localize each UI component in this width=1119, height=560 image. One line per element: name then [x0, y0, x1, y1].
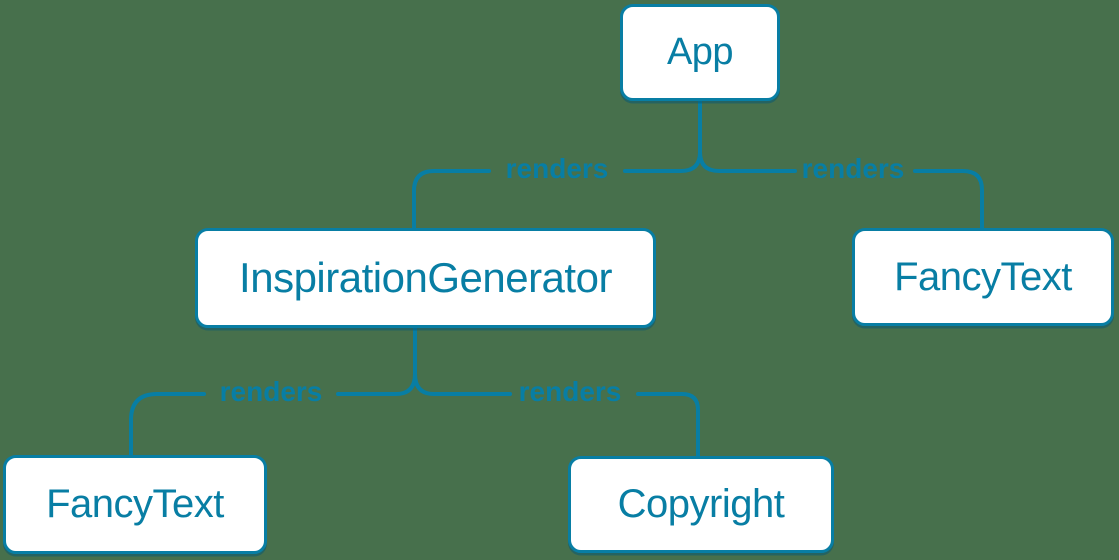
node-inspiration-generator-label: InspirationGenerator — [239, 254, 612, 301]
edge-label-renders: renders — [505, 153, 609, 184]
edge-label-renders: renders — [801, 153, 905, 184]
node-fancy-text-bottom-label: FancyText — [46, 482, 224, 526]
edge-label-renders: renders — [219, 376, 323, 407]
edge-app-to-fancytext — [698, 150, 984, 230]
node-fancy-text-top: FancyText — [852, 228, 1114, 326]
edge-label-renders: renders — [518, 376, 622, 407]
node-copyright-label: Copyright — [617, 482, 785, 526]
node-fancy-text-top-label: FancyText — [894, 254, 1072, 299]
node-app-label: App — [666, 31, 734, 73]
node-inspiration-generator: InspirationGenerator — [195, 228, 656, 328]
node-app: App — [620, 4, 780, 101]
node-copyright: Copyright — [568, 456, 834, 553]
edge-inspirationgenerator-to-copyright — [413, 372, 700, 458]
node-fancy-text-bottom: FancyText — [3, 455, 267, 554]
